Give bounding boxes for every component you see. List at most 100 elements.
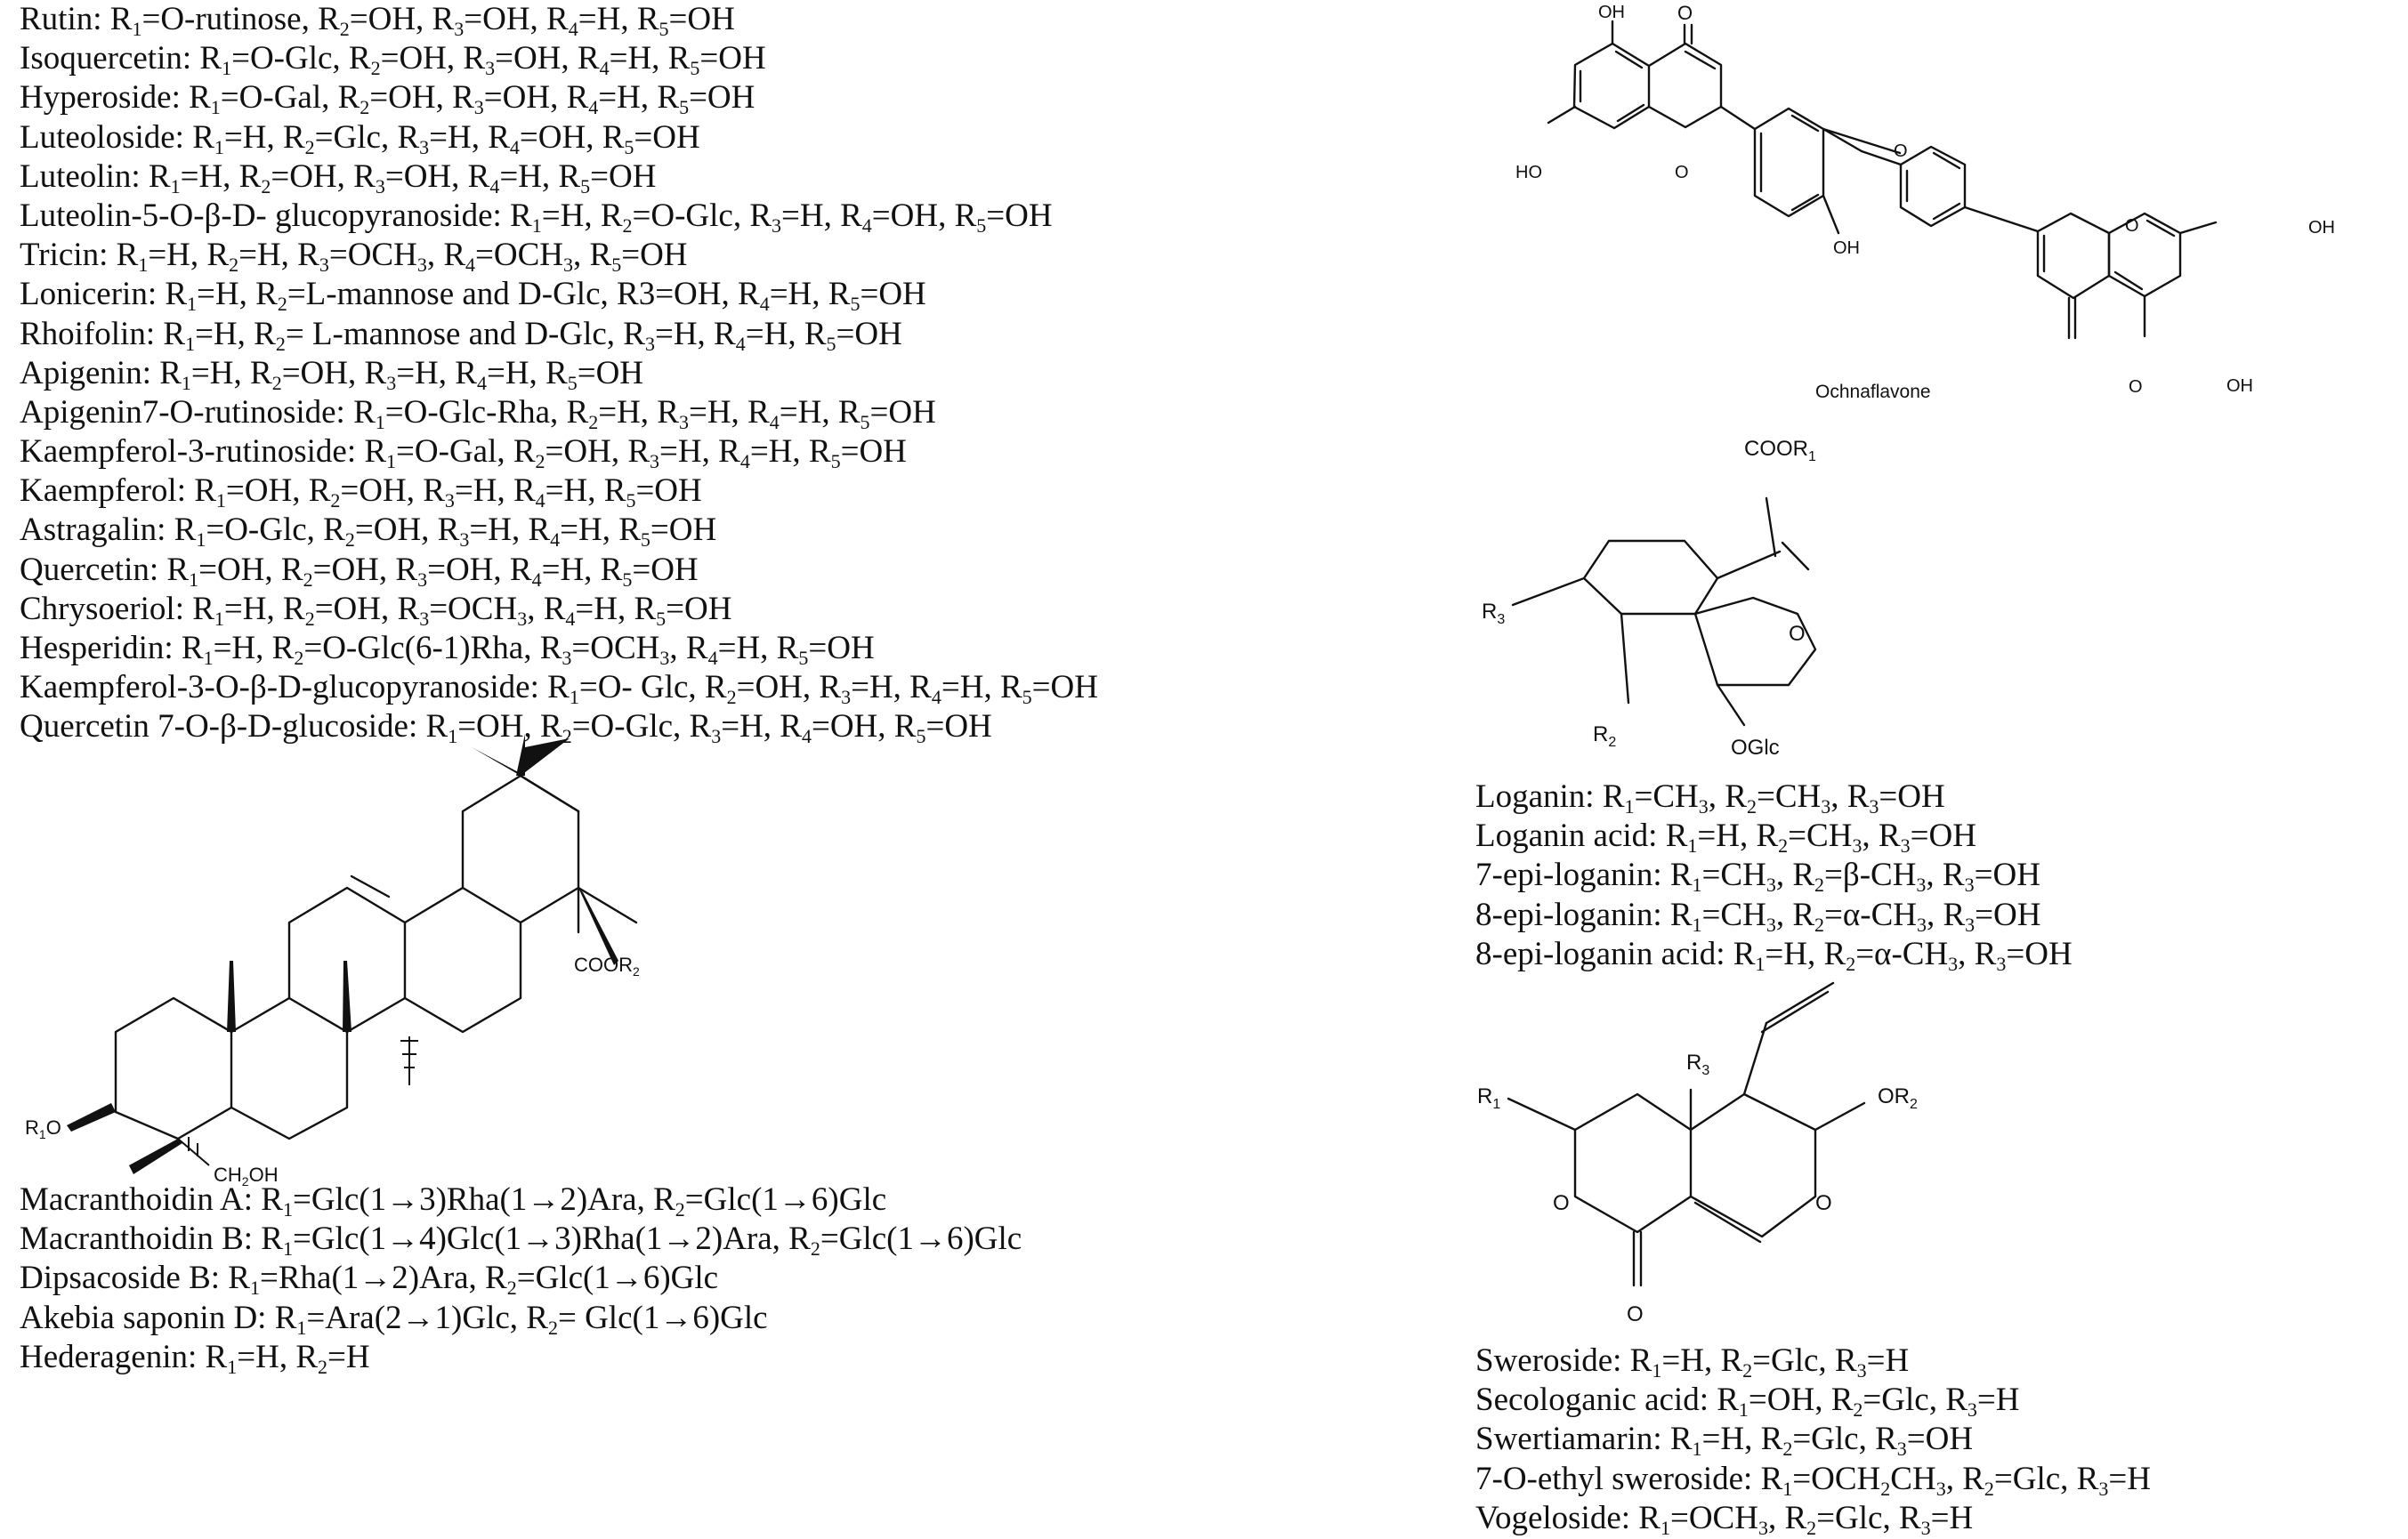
subscript: 5 <box>1022 686 1032 709</box>
subscript: 1 <box>1687 834 1698 858</box>
compound-line: Swertiamarin: R1=H, R2=Glc, R3=OH <box>1475 1420 2151 1459</box>
compound-line: Loganin: R1=CH3, R2=CH3, R3=OH <box>1475 778 2073 817</box>
text-run: =OH <box>986 197 1053 234</box>
text-run: =H, R <box>560 512 641 549</box>
subscript: 2 <box>810 1237 820 1261</box>
text-run: =O-Gal, R <box>396 433 536 471</box>
text-run: =OH <box>1975 896 2041 933</box>
text-run: =OH, R <box>312 551 418 588</box>
text-run: =OH <box>621 237 688 274</box>
r-label: R3 <box>1686 1051 1709 1078</box>
subscript: 3 <box>1965 913 1976 936</box>
subscript: 2 <box>304 607 315 630</box>
subscript: 3 <box>419 135 430 158</box>
text-run: =OH, R <box>380 40 486 77</box>
text-run: =OH <box>1906 1421 1974 1458</box>
subscript: 1 <box>1624 795 1635 818</box>
subscript: 3 <box>1758 1516 1768 1539</box>
compound-line: 8-epi-loganin acid: R1=H, R2=α-CH3, R3=O… <box>1475 935 2073 974</box>
text-run: =H, R <box>541 551 623 588</box>
text-run: =OH <box>632 551 699 588</box>
subscript: 2 <box>675 1198 685 1221</box>
subscript: 1 <box>531 214 542 237</box>
or-label: OR2 <box>1878 1084 1918 1112</box>
compound-line: Quercetin: R1=OH, R2=OH, R3=OH, R4=H, R5… <box>20 551 1098 590</box>
subscript: 2 <box>1853 1398 1863 1422</box>
text-run: =H, R <box>237 1338 318 1375</box>
text-run: =CH <box>1701 896 1766 933</box>
flavonoid-compound-list: Rutin: R1=O-rutinose, R2=OH, R3=OH, R4=H… <box>20 0 1098 747</box>
text-run: =OH <box>1910 818 1976 855</box>
text-run: =Ara(2→1)Glc, R <box>306 1299 548 1336</box>
subscript: 5 <box>580 174 591 197</box>
subscript: 2 <box>1814 874 1824 897</box>
subscript: 2 <box>294 647 304 669</box>
text-run: =H <box>1866 1342 1910 1379</box>
text-run: Secologanic acid: R <box>1475 1382 1739 1419</box>
subscript: 4 <box>509 135 520 158</box>
text-run: =H, R <box>213 630 295 666</box>
subscript: 3 <box>417 568 428 591</box>
subscript: 3 <box>1916 874 1927 897</box>
text-run: =Glc, R <box>1792 1421 1897 1458</box>
subscript: 4 <box>565 607 576 630</box>
o-label: O <box>1627 1302 1644 1326</box>
subscript: 5 <box>679 96 690 119</box>
text-run: =OH, R <box>340 472 445 510</box>
text-run: =Glc, R <box>1816 1499 1921 1536</box>
subscript: 3 <box>1900 834 1911 858</box>
text-run: =H, R <box>745 315 827 352</box>
compound-line: Akebia saponin D: R1=Ara(2→1)Glc, R2= Gl… <box>20 1299 1022 1338</box>
text-run: Akebia saponin D: R <box>20 1299 297 1336</box>
subscript: 1 <box>1755 952 1766 975</box>
subscript: 5 <box>611 254 622 277</box>
text-run: =H <box>1930 1499 1974 1536</box>
subscript: 1 <box>386 450 397 473</box>
text-run: =H, R <box>148 237 230 274</box>
compound-line: Isoquercetin: R1=O-Glc, R2=OH, R3=OH, R4… <box>20 39 1098 78</box>
text-run: =OCH <box>429 590 518 627</box>
text-run: =CH <box>1701 857 1766 894</box>
compound-line: Dipsacoside B: R1=Rha(1→2)Ara, R2=Glc(1→… <box>20 1259 1022 1298</box>
subscript: 4 <box>931 686 941 709</box>
text-run: Hesperidin: R <box>20 630 204 666</box>
compound-line: Rhoifolin: R1=H, R2= L-mannose and D-Glc… <box>20 315 1098 354</box>
text-run: Lonicerin: R <box>20 276 188 313</box>
text-run: Kaempferol: R <box>20 472 216 510</box>
subscript: 1 <box>214 607 224 630</box>
compound-line: Luteolin-5-O-β-D- glucopyranoside: R1=H,… <box>20 197 1098 236</box>
subscript: 4 <box>550 528 561 552</box>
text-run: =H, R <box>659 433 740 471</box>
text-run: =OCH <box>1792 1460 1881 1497</box>
subscript: 3 <box>473 96 484 119</box>
subscript: 2 <box>1880 1477 1891 1500</box>
compound-line: Tricin: R1=H, R2=H, R3=OCH3, R4=OCH3, R5… <box>20 236 1098 275</box>
o-label: O <box>1675 163 1689 182</box>
subscript: 4 <box>476 371 487 394</box>
o-label: O <box>2125 216 2139 236</box>
subscript: 3 <box>1821 795 1831 818</box>
text-run: =OH <box>577 354 644 391</box>
text-run: =H, R <box>499 157 581 195</box>
text-run: =H <box>2108 1460 2151 1497</box>
subscript: 1 <box>189 568 199 591</box>
text-run: =OCH <box>571 630 660 666</box>
text-run: =OH, R <box>519 118 625 156</box>
text-run: =Glc, R <box>1863 1382 1968 1419</box>
subscript: 1 <box>1782 1477 1793 1500</box>
text-run: =OH, R <box>354 512 460 549</box>
subscript: 1 <box>1660 1516 1670 1539</box>
r-label: R1O <box>25 1116 61 1141</box>
text-run: = L-mannose and D-Glc, R <box>285 315 645 352</box>
subscript: 1 <box>1692 1438 1702 1461</box>
text-run: =O-Glc, R <box>206 512 345 549</box>
subscript: 3 <box>444 489 455 512</box>
text-run: Quercetin: R <box>20 551 190 588</box>
compound-line: 8-epi-loganin: R1=CH3, R2=α-CH3, R3=OH <box>1475 896 2073 935</box>
subscript: 4 <box>801 725 812 748</box>
text-run: =OH, R <box>427 551 532 588</box>
text-run: =OH, R <box>464 1 569 37</box>
oh-label: OH <box>2226 376 2253 396</box>
subscript: 2 <box>344 528 355 552</box>
